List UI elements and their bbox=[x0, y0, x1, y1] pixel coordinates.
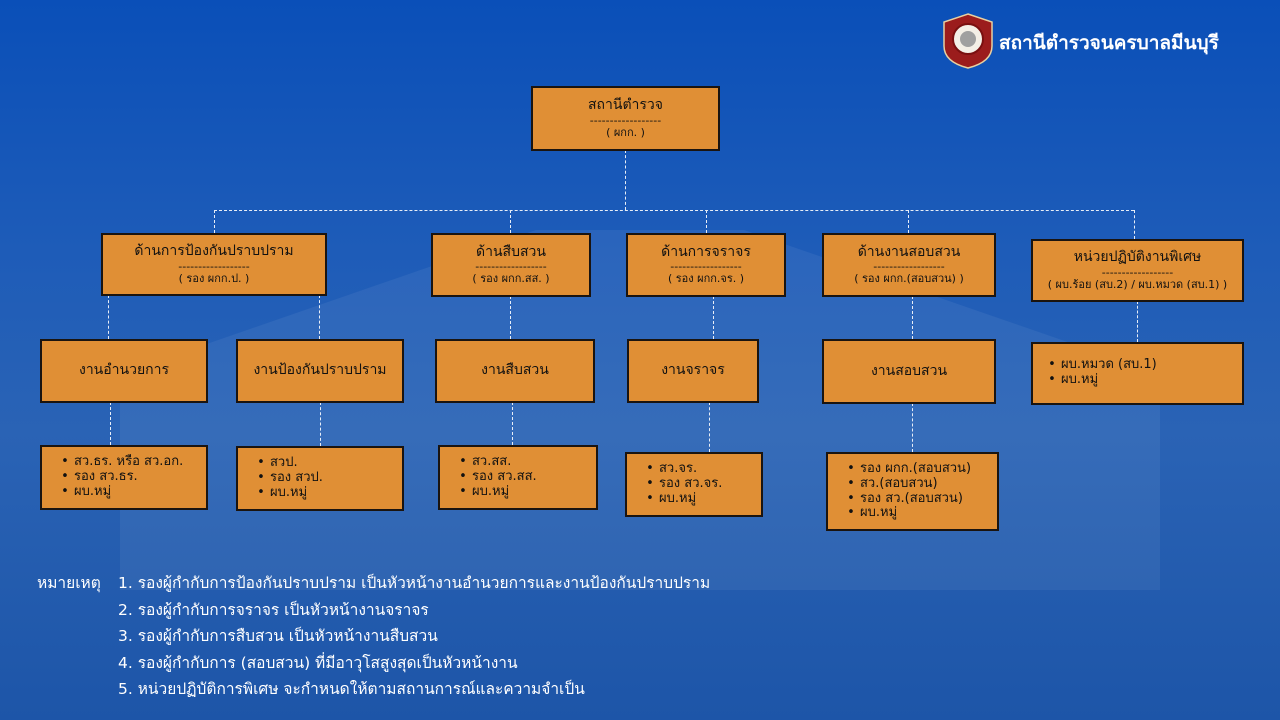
connector bbox=[512, 402, 513, 445]
notes-section: หมายเหตุ 1. รองผู้กำกับการป้องกันปราบปราม… bbox=[37, 570, 710, 703]
connector bbox=[1134, 210, 1135, 239]
list-item: ผบ.หมู่ bbox=[842, 505, 897, 521]
list-item: รอง สว.สส. bbox=[454, 469, 537, 485]
box-subtitle: ( รอง ผกก.สส. ) bbox=[472, 272, 550, 286]
divider: ------------------ bbox=[178, 259, 250, 273]
list-item: ผบ.หมู่ bbox=[454, 484, 509, 500]
root-box-station: สถานีตำรวจ ------------------ ( ผกก. ) bbox=[531, 86, 720, 151]
connector bbox=[510, 296, 511, 339]
unit-box-administration: งานอำนวยการ bbox=[40, 339, 208, 403]
box-subtitle: ( ผกก. ) bbox=[606, 125, 645, 139]
unit-box-investigation: งานสืบสวน bbox=[435, 339, 595, 403]
list-item: ผบ.หมู่ bbox=[252, 485, 307, 501]
connector bbox=[108, 295, 109, 339]
note-item: 4. รองผู้กำกับการ (สอบสวน) ที่มีอาวุโสสู… bbox=[118, 653, 518, 672]
staff-list-traffic: สว.จร. รอง สว.จร. ผบ.หมู่ bbox=[625, 452, 763, 517]
connector bbox=[214, 210, 215, 233]
connector bbox=[706, 210, 707, 233]
division-box-special-unit: หน่วยปฏิบัติงานพิเศษ ------------------ … bbox=[1031, 239, 1244, 302]
list-item: ผบ.หมู่ bbox=[1043, 372, 1098, 388]
list-item: รอง ผกก.(สอบสวน) bbox=[842, 461, 971, 477]
divider: ------------------ bbox=[873, 260, 945, 274]
division-box-investigation: ด้านสืบสวน ------------------ ( รอง ผกก.… bbox=[431, 233, 591, 297]
station-title: สถานีตำรวจนครบาลมีนบุรี bbox=[999, 32, 1219, 54]
connector bbox=[320, 402, 321, 446]
connector bbox=[1137, 301, 1138, 342]
divider: ------------------ bbox=[670, 260, 742, 274]
list-item: สว.จร. bbox=[641, 461, 697, 477]
box-subtitle: ( รอง ผกก.(สอบสวน) ) bbox=[854, 272, 964, 286]
box-title: งานป้องกันปราบปราม bbox=[253, 362, 387, 379]
connector bbox=[908, 210, 909, 233]
list-item: สว.สส. bbox=[454, 454, 511, 470]
box-title: ด้านการจราจร bbox=[661, 243, 751, 260]
division-box-traffic: ด้านการจราจร ------------------ ( รอง ผก… bbox=[626, 233, 786, 297]
connector bbox=[709, 402, 710, 452]
box-title: ด้านการป้องกันปราบปราม bbox=[134, 243, 294, 260]
box-title: งานอำนวยการ bbox=[78, 362, 170, 379]
note-item: 2. รองผู้กำกับการจราจร เป็นหัวหน้างานจรา… bbox=[118, 600, 429, 619]
box-subtitle: ( รอง ผกก.ป. ) bbox=[178, 271, 250, 285]
divider: ------------------ bbox=[475, 260, 547, 274]
list-item: สวป. bbox=[252, 455, 298, 471]
staff-list-prevention: สวป. รอง สวป. ผบ.หมู่ bbox=[236, 446, 404, 511]
staff-list-inquiry: รอง ผกก.(สอบสวน) สว.(สอบสวน) รอง สว.(สอบ… bbox=[826, 452, 999, 531]
divider: ------------------ bbox=[1101, 265, 1174, 279]
box-subtitle: ( รอง ผกก.จร. ) bbox=[667, 272, 745, 286]
connector bbox=[625, 150, 626, 210]
box-title: งานสืบสวน bbox=[481, 362, 549, 379]
box-title: งานจราจร bbox=[661, 362, 725, 379]
box-title: ด้านงานสอบสวน bbox=[857, 243, 961, 260]
special-unit-staff-list: ผบ.หมวด (สบ.1) ผบ.หมู่ bbox=[1031, 342, 1244, 405]
list-item: รอง สว.ธร. bbox=[56, 469, 138, 485]
notes-label: หมายเหตุ bbox=[37, 574, 101, 592]
police-emblem-logo bbox=[943, 13, 993, 69]
staff-list-administration: สว.ธร. หรือ สว.อก. รอง สว.ธร. ผบ.หมู่ bbox=[40, 445, 208, 510]
list-item: ผบ.หมู่ bbox=[641, 491, 696, 507]
box-title: สถานีตำรวจ bbox=[588, 97, 663, 114]
division-box-prevention: ด้านการป้องกันปราบปราม -----------------… bbox=[101, 233, 327, 296]
connector bbox=[110, 402, 111, 445]
connector bbox=[214, 210, 1134, 211]
list-item: รอง สวป. bbox=[252, 470, 323, 486]
list-item: สว.ธร. หรือ สว.อก. bbox=[56, 454, 183, 470]
note-item: 3. รองผู้กำกับการสืบสวน เป็นหัวหน้างานสื… bbox=[118, 627, 438, 645]
connector bbox=[510, 210, 511, 233]
connector bbox=[713, 296, 714, 339]
list-item: ผบ.หมู่ bbox=[56, 484, 111, 500]
unit-box-traffic: งานจราจร bbox=[627, 339, 759, 403]
connector bbox=[912, 403, 913, 452]
list-item: ผบ.หมวด (สบ.1) bbox=[1043, 357, 1157, 373]
list-item: สว.(สอบสวน) bbox=[842, 476, 938, 492]
staff-list-investigation: สว.สส. รอง สว.สส. ผบ.หมู่ bbox=[438, 445, 598, 510]
division-box-inquiry: ด้านงานสอบสวน ------------------ ( รอง ผ… bbox=[822, 233, 996, 297]
note-item: 5. หน่วยปฏิบัติการพิเศษ จะกำหนดให้ตามสถา… bbox=[118, 680, 585, 698]
box-subtitle: ( ผบ.ร้อย (สบ.2) / ผบ.หมวด (สบ.1) ) bbox=[1047, 277, 1228, 291]
divider: ------------------ bbox=[589, 113, 662, 127]
connector bbox=[319, 295, 320, 339]
box-title: ด้านสืบสวน bbox=[476, 243, 546, 260]
list-item: รอง สว.(สอบสวน) bbox=[842, 491, 963, 507]
list-item: รอง สว.จร. bbox=[641, 476, 722, 492]
box-title: งานสอบสวน bbox=[870, 362, 948, 379]
unit-box-inquiry: งานสอบสวน bbox=[822, 339, 996, 404]
connector bbox=[912, 296, 913, 339]
unit-box-prevention: งานป้องกันปราบปราม bbox=[236, 339, 404, 403]
note-item: 1. รองผู้กำกับการป้องกันปราบปราม เป็นหัว… bbox=[118, 574, 711, 592]
box-title: หน่วยปฏิบัติงานพิเศษ bbox=[1073, 249, 1202, 266]
